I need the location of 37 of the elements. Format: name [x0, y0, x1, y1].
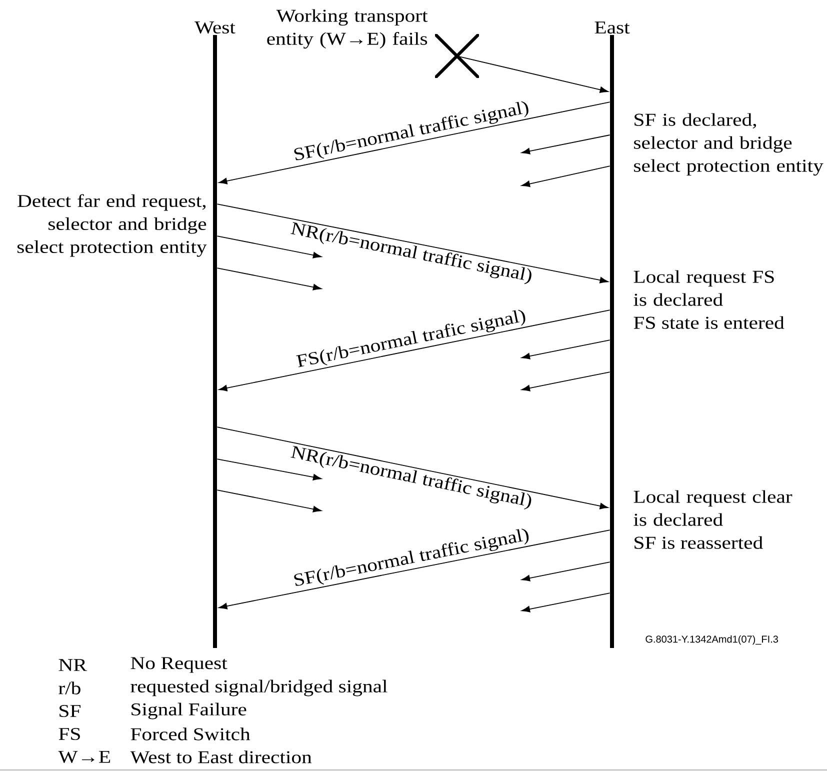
node-label: West	[194, 22, 236, 34]
arrow	[216, 490, 322, 512]
table-cell: SF	[60, 704, 80, 718]
arrow	[456, 56, 608, 93]
arrow	[216, 204, 608, 284]
arrow	[218, 102, 610, 184]
arrow	[216, 236, 322, 258]
arrow	[218, 530, 610, 610]
note: Local request clear is declared	[634, 490, 792, 526]
note: Local request FS is declared	[634, 270, 774, 306]
arrow	[522, 592, 610, 612]
table-cell: Forced Switch	[130, 728, 250, 740]
table-cell: NR	[58, 659, 87, 671]
cross-mark	[435, 34, 479, 78]
arrow	[522, 340, 610, 360]
arrow	[218, 310, 610, 392]
note: Detect far end request, selector and bridge select protection entity	[17, 194, 207, 257]
table-cell: W→E	[58, 750, 110, 764]
arrow	[522, 134, 610, 154]
arrow	[522, 562, 610, 582]
arrow	[522, 166, 610, 188]
table-cell: FS	[58, 728, 80, 740]
figure-id: G.8031-Y.1342Amd1(07)_FI.3	[646, 635, 778, 645]
arrow	[522, 372, 610, 392]
lifeline: East	[594, 22, 630, 648]
note: SF is reasserted	[634, 536, 763, 549]
note: SF is declared, selector and bridge select protection entity	[634, 113, 824, 176]
table-cell: requested signal/bridged signal	[130, 680, 388, 696]
table-cell: West to East direction	[130, 750, 312, 764]
note: FS state is entered	[634, 316, 784, 329]
table-cell: r/b	[58, 682, 80, 694]
note: Working transport entity (W→E) fails	[267, 9, 428, 49]
node-label: East	[594, 22, 630, 34]
table-cell: Signal Failure	[132, 702, 246, 720]
arrow	[216, 268, 322, 290]
arrow	[216, 426, 608, 510]
arrow	[216, 458, 322, 480]
